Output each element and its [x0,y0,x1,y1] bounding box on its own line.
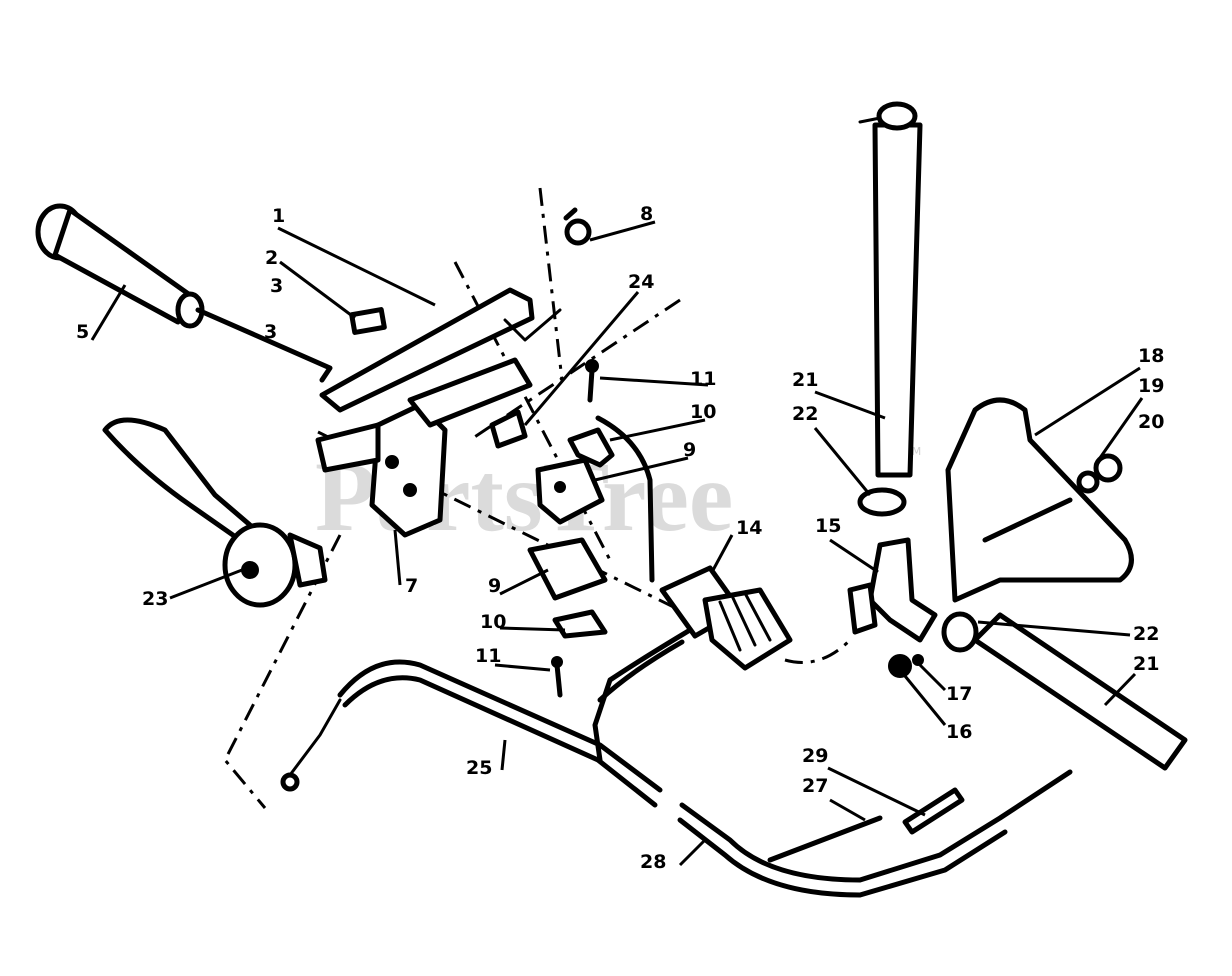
callout-label: 8 [640,203,653,225]
callout-label: 21 [1133,653,1159,675]
callout-label: 14 [736,517,762,539]
callout-label: 9 [683,439,696,461]
part-27-29-cable-ends [767,787,965,863]
callout-label: 22 [1133,623,1159,645]
callout-label: 18 [1138,345,1164,367]
callout-label: 28 [640,851,666,873]
callout-label: 10 [690,401,716,423]
callout-label: 22 [792,403,818,425]
callout-label: 3 [264,321,277,343]
callout-label: 11 [475,645,501,667]
callout-label: 11 [690,368,716,390]
part-1-bracket [319,287,562,413]
part-10-clip-lower [552,609,608,639]
part-22-ring-lower [941,611,979,653]
wire-harness [592,415,693,763]
callout-label: 3 [270,275,283,297]
part-19-20-washer-nut [1076,453,1123,494]
callout-label: 2 [265,247,278,269]
part-10-clip-upper [567,427,615,468]
callout-label: 21 [792,369,818,391]
part-18-support-bracket [945,397,1134,603]
part-2-plate [349,307,387,335]
callout-label: 24 [628,271,654,293]
part-22-clamp-upper [857,487,907,517]
callout-label: 1 [272,205,285,227]
callout-labels: 1 2 3 3 5 8 24 11 10 9 9 10 11 14 7 23 2… [76,203,1164,873]
callout-label: 5 [76,321,89,343]
callout-label: 20 [1138,411,1164,433]
callout-label: 27 [802,775,828,797]
part-11-bolt-upper [585,359,599,403]
callout-label: 23 [142,588,168,610]
part-28-cable-lower [677,769,1073,898]
callout-label: 10 [480,611,506,633]
part-21-steering-shaft [858,101,923,478]
part-5-throttle-rod [35,203,333,383]
callout-label: 9 [488,575,501,597]
part-7-mount-plate [315,357,533,538]
callout-label: 16 [946,721,972,743]
callout-label: 19 [1138,375,1164,397]
callout-label: 25 [466,757,492,779]
part-16-17-fasteners [888,654,924,678]
callout-label: 17 [946,683,972,705]
callout-label: 29 [802,745,828,767]
callout-label: 7 [405,575,418,597]
part-9-switch-upper [535,457,605,525]
part-25-cable [280,659,663,808]
part-14-solenoid [659,565,793,671]
part-11-bolt-lower [551,656,563,698]
callout-label: 15 [815,515,841,537]
part-15-steering-joint [847,537,938,643]
part-23-choke-lever [102,417,328,608]
part-9-switch-lower [527,537,608,601]
part-8-bolt [563,207,592,246]
